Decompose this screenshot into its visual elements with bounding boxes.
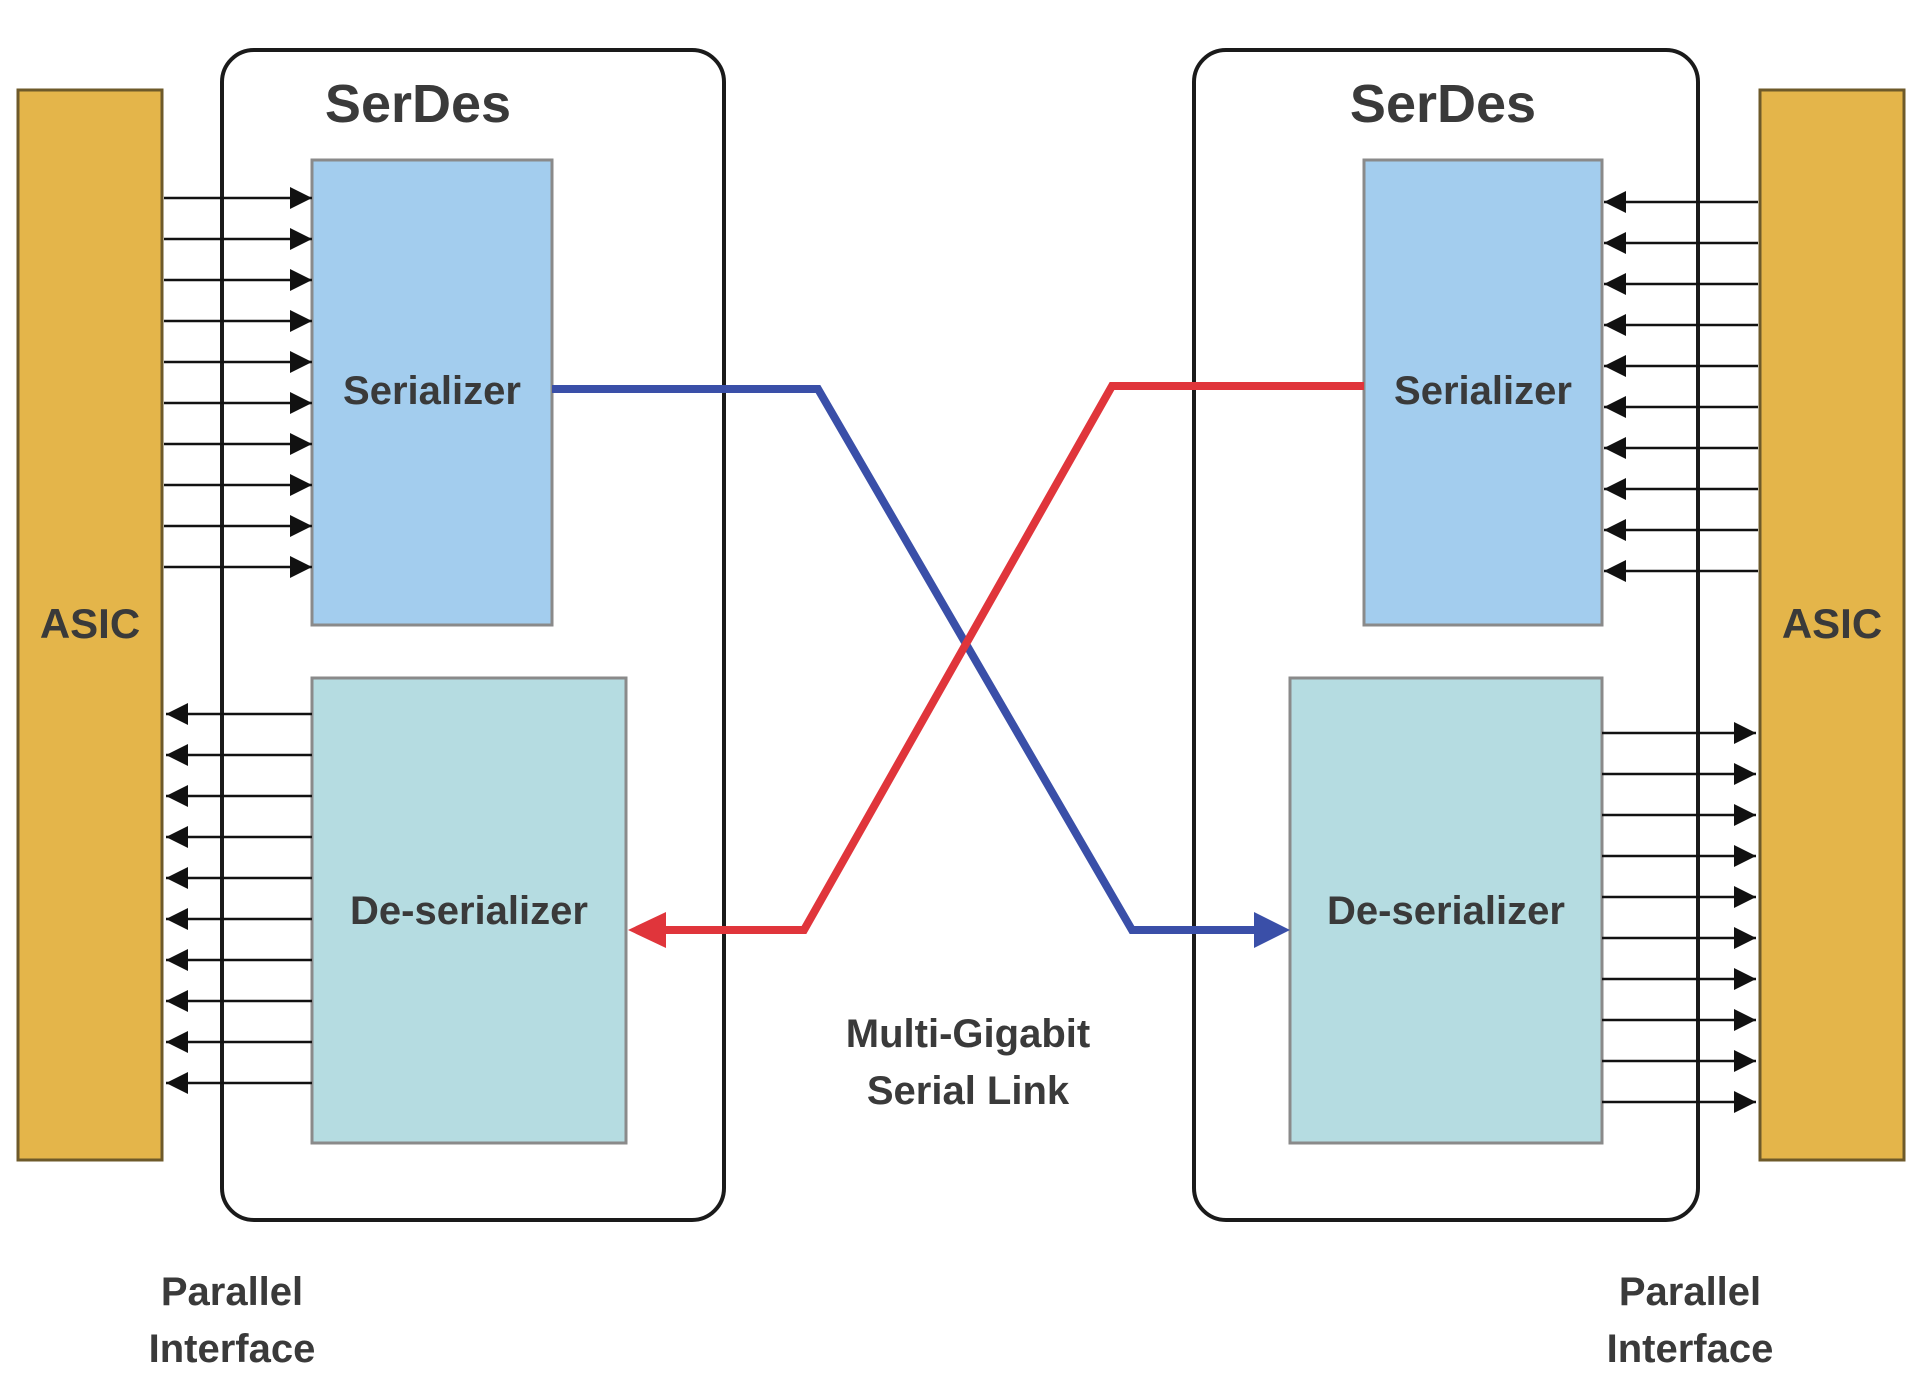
- left-parallel-in-arrowhead-icon: [290, 392, 312, 414]
- right-parallel-in-arrowhead-icon: [1604, 396, 1626, 418]
- link-label-line2: Serial Link: [867, 1069, 1070, 1113]
- blue-arrowhead-icon: [1254, 912, 1290, 948]
- left-parallel-in-arrowhead-icon: [290, 269, 312, 291]
- left-parallel-in-arrowhead-icon: [290, 474, 312, 496]
- left-serializer-label: Serializer: [343, 369, 521, 413]
- right-interface-label-line2: Interface: [1607, 1327, 1774, 1371]
- left-parallel-out-arrowhead-icon: [166, 1072, 188, 1094]
- right-serdes: SerDes Serializer De-serializer: [1192, 48, 1700, 1222]
- left-asic-block: [16, 88, 164, 1162]
- right-parallel-out-arrowhead-icon: [1734, 1050, 1756, 1072]
- left-deserializer-block: [310, 676, 628, 1145]
- left-parallel-out-arrowhead-icon: [166, 703, 188, 725]
- left-serdes-title: SerDes: [325, 74, 511, 134]
- right-parallel-out-arrowhead-icon: [1734, 804, 1756, 826]
- red-arrowhead-icon: [628, 912, 666, 948]
- right-parallel-in-arrowhead-icon: [1604, 560, 1626, 582]
- left-parallel-out-arrowhead-icon: [166, 990, 188, 1012]
- left-parallel-out-arrowhead-icon: [166, 785, 188, 807]
- red-serial-line: [662, 382, 1364, 934]
- left-deserializer-label: De-serializer: [350, 889, 588, 933]
- left-parallel-in-arrowhead-icon: [290, 433, 312, 455]
- right-deserializer-block: [1288, 676, 1604, 1145]
- right-serdes-frame: [1192, 48, 1700, 1222]
- right-serializer-label: Serializer: [1394, 369, 1572, 413]
- right-parallel-in-arrowhead-icon: [1604, 314, 1626, 336]
- right-parallel-out-arrowhead-icon: [1734, 722, 1756, 744]
- right-interface-label-line1: Parallel: [1619, 1270, 1761, 1314]
- right-parallel-in-arrowhead-icon: [1604, 519, 1626, 541]
- left-parallel-in-arrowhead-icon: [290, 310, 312, 332]
- left-parallel-in-arrowhead-icon: [290, 556, 312, 578]
- right-parallel-in-lines: [1604, 191, 1758, 582]
- right-serdes-title: SerDes: [1350, 74, 1536, 134]
- left-parallel-in-lines: [164, 187, 312, 578]
- right-parallel-out-arrowhead-icon: [1734, 1091, 1756, 1113]
- right-parallel-in-arrowhead-icon: [1604, 191, 1626, 213]
- left-parallel-in-arrowhead-icon: [290, 351, 312, 373]
- right-parallel-out-arrowhead-icon: [1734, 845, 1756, 867]
- right-deserializer-label: De-serializer: [1327, 889, 1565, 933]
- right-asic: ASIC: [1758, 88, 1906, 1162]
- left-parallel-in-arrowhead-icon: [290, 187, 312, 209]
- right-parallel-in-arrowhead-icon: [1604, 478, 1626, 500]
- right-parallel-out-lines: [1602, 722, 1756, 1113]
- left-parallel-in-arrowhead-icon: [290, 515, 312, 537]
- left-parallel-out-arrowhead-icon: [166, 867, 188, 889]
- left-parallel-out-arrowhead-icon: [166, 826, 188, 848]
- right-parallel-out-arrowhead-icon: [1734, 886, 1756, 908]
- right-parallel-out-arrowhead-icon: [1734, 927, 1756, 949]
- right-parallel-out-arrowhead-icon: [1734, 1009, 1756, 1031]
- left-interface-label-line1: Parallel: [161, 1270, 303, 1314]
- right-parallel-out-arrowhead-icon: [1734, 763, 1756, 785]
- left-parallel-out-arrowhead-icon: [166, 949, 188, 971]
- left-parallel-out-arrowhead-icon: [166, 908, 188, 930]
- right-asic-label: ASIC: [1782, 600, 1882, 647]
- right-asic-block: [1758, 88, 1906, 1162]
- right-parallel-in-arrowhead-icon: [1604, 273, 1626, 295]
- right-parallel-in-arrowhead-icon: [1604, 232, 1626, 254]
- left-asic-label: ASIC: [40, 600, 140, 647]
- left-parallel-out-arrowhead-icon: [166, 1031, 188, 1053]
- serial-link-right-to-left: [628, 382, 1364, 948]
- right-serializer-block: [1362, 158, 1604, 627]
- link-label-line1: Multi-Gigabit: [846, 1012, 1090, 1056]
- right-parallel-in-arrowhead-icon: [1604, 355, 1626, 377]
- left-serdes-frame: [220, 48, 726, 1222]
- left-parallel-out-lines: [166, 703, 312, 1094]
- left-asic: ASIC: [16, 88, 164, 1162]
- serial-link-left-to-right: [552, 385, 1290, 948]
- left-parallel-in-arrowhead-icon: [290, 228, 312, 250]
- right-parallel-out-arrowhead-icon: [1734, 968, 1756, 990]
- left-interface-label-line2: Interface: [149, 1327, 316, 1371]
- blue-serial-line: [552, 385, 1262, 934]
- right-parallel-in-arrowhead-icon: [1604, 437, 1626, 459]
- left-serdes: SerDes Serializer De-serializer: [220, 48, 726, 1222]
- left-parallel-out-arrowhead-icon: [166, 744, 188, 766]
